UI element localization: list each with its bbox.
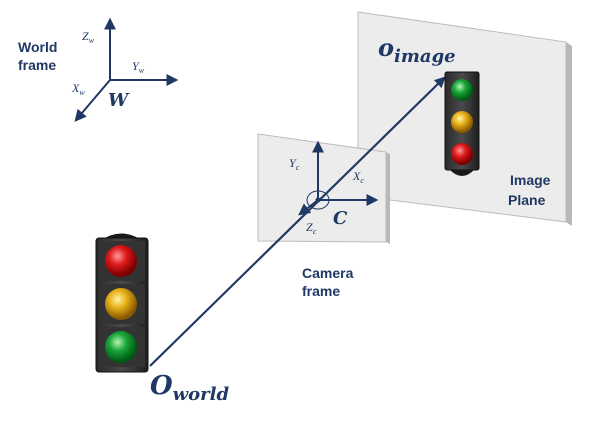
camera-axes <box>298 140 379 216</box>
image-object-label: oimage <box>378 33 456 67</box>
camera-x-axis-label: Xc <box>352 169 364 185</box>
world-origin-label: W <box>108 90 130 111</box>
world-axes <box>74 17 179 122</box>
image-plane-label-line2: Plane <box>508 192 546 208</box>
world-frame-label-line2: frame <box>18 57 56 73</box>
camera-frame-label-line2: frame <box>302 283 340 299</box>
world-x-axis-label: Xw <box>71 81 85 97</box>
camera-plane <box>257 133 390 244</box>
camera-frame-label-line1: Camera <box>302 265 354 281</box>
camera-center-ring <box>306 190 330 210</box>
world-y-axis-label: Yw <box>132 59 145 75</box>
camera-center-dot <box>315 197 321 203</box>
world-object-label: Oworld <box>150 371 229 405</box>
camera-center-label: C <box>333 208 348 229</box>
world-z-axis-label: Zw <box>82 29 95 45</box>
world-traffic-light-icon <box>95 233 149 373</box>
world-frame-label-line1: World <box>18 39 57 55</box>
image-plane-label-line1: Image <box>510 172 551 188</box>
camera-z-axis-label: Zc <box>306 220 317 236</box>
camera-y-axis-label: Yc <box>289 156 300 172</box>
image-traffic-light-icon <box>444 71 480 176</box>
projection-ray <box>149 76 446 367</box>
